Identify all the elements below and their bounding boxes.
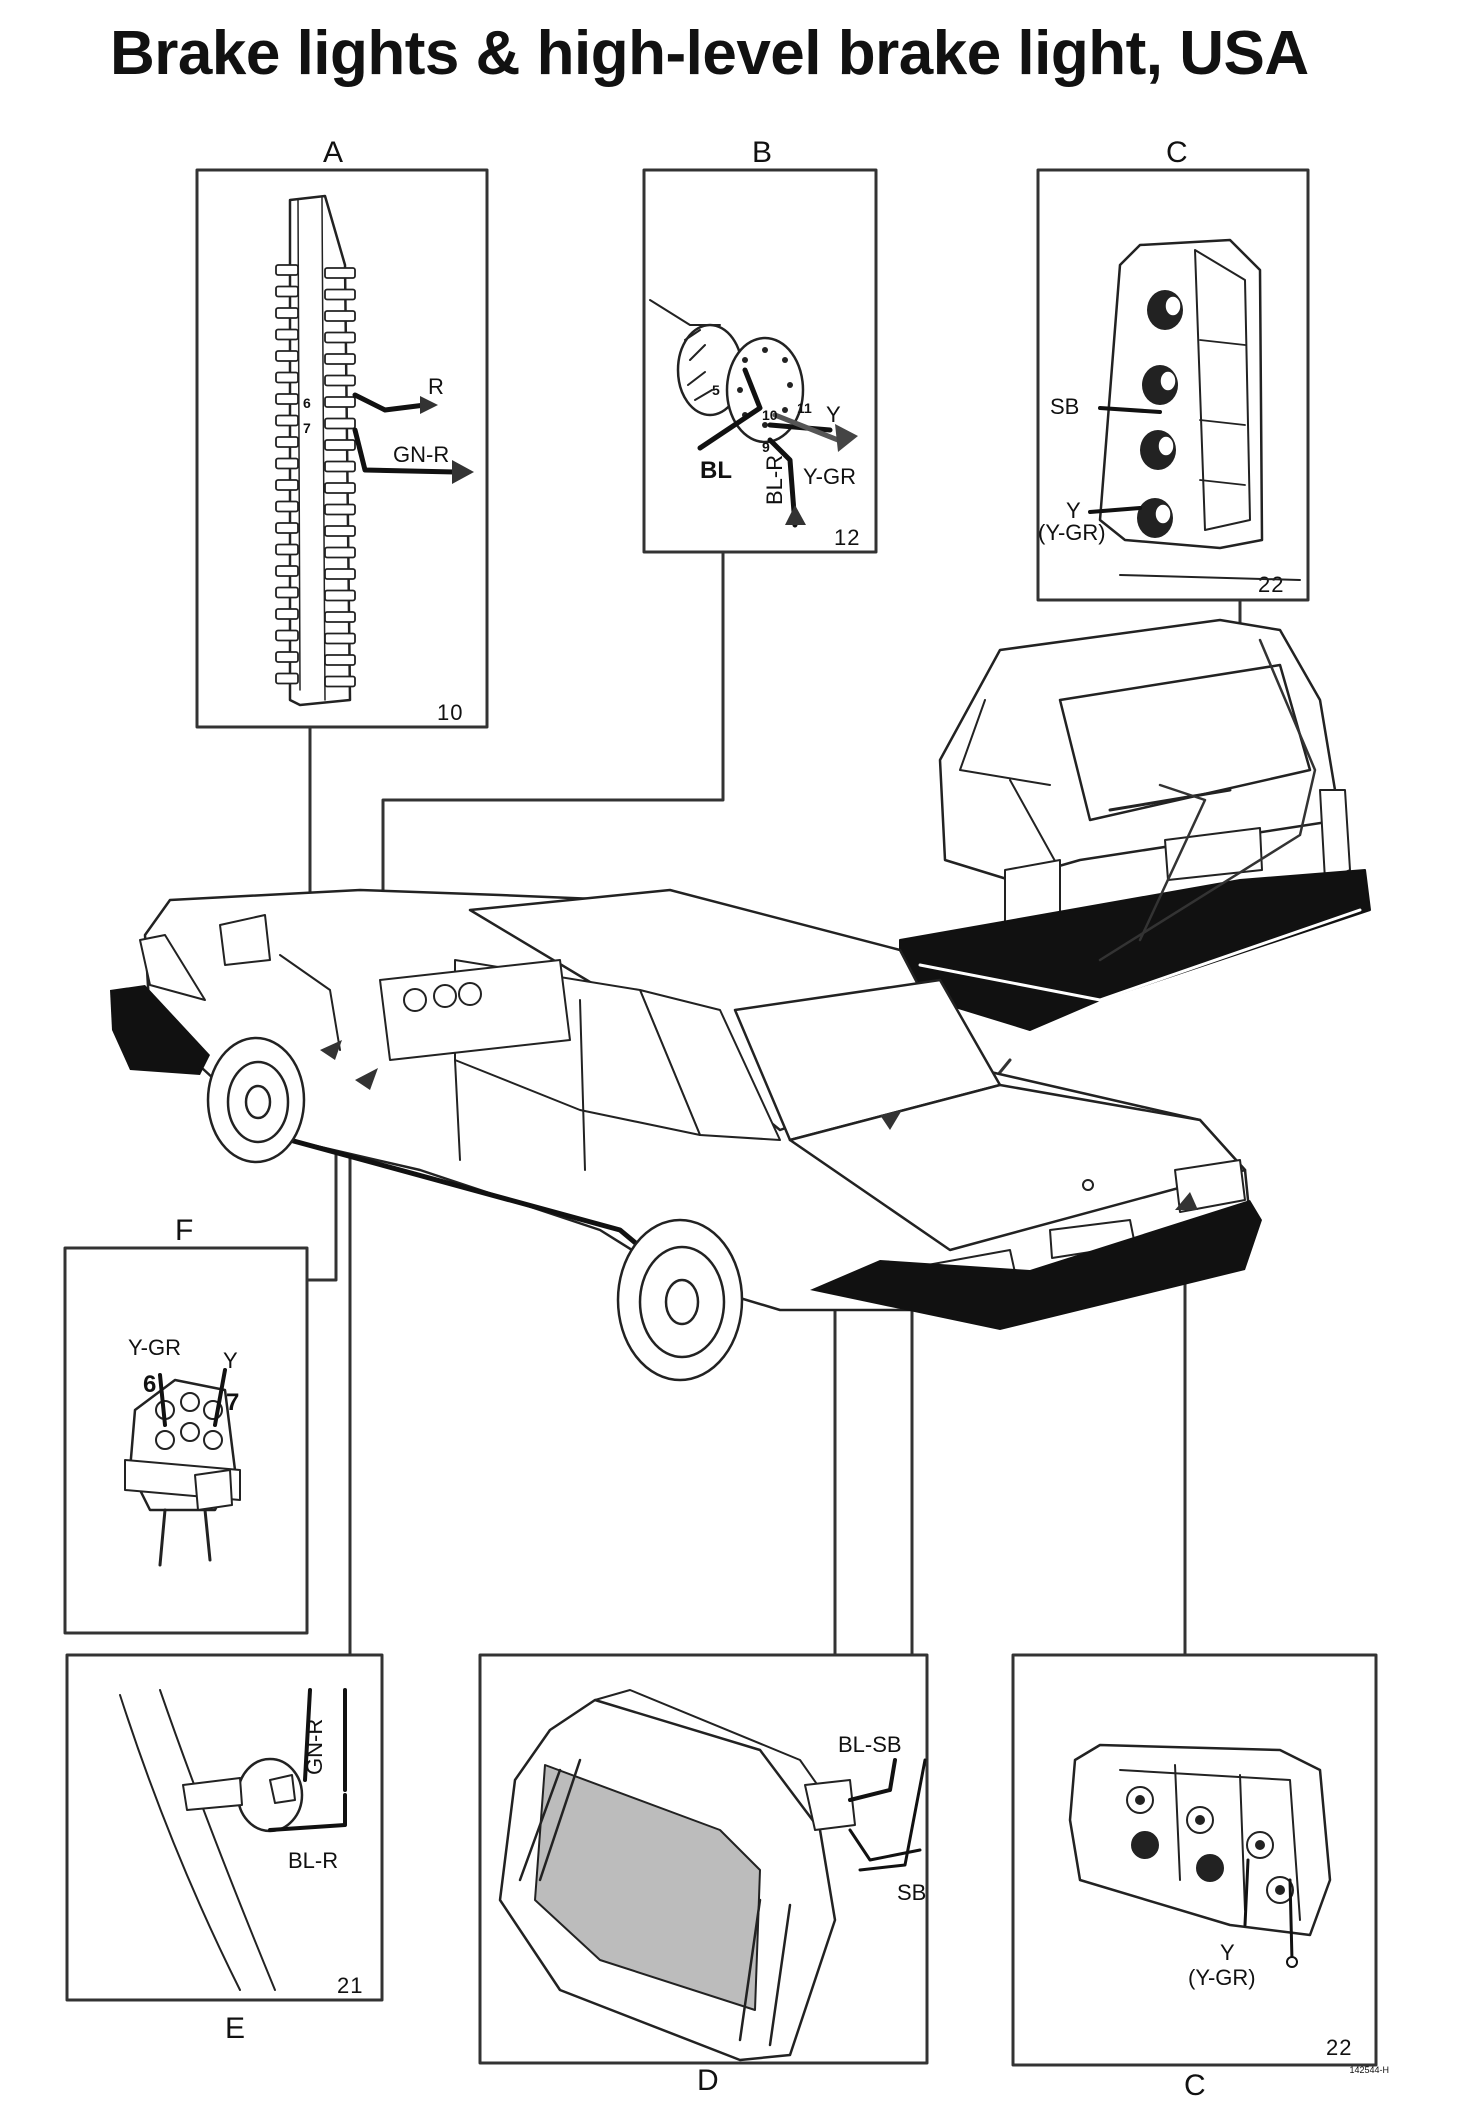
panel-d-frame [478, 1653, 929, 2065]
car-arrows [320, 1040, 1198, 1210]
panel-c-top-number: 22 [1258, 572, 1284, 597]
panel-a-letter: A [323, 136, 343, 169]
wire-blr-label-b: BL-R [762, 455, 787, 505]
multi-pin-connector: Y-GR Y 6 7 [124, 1335, 241, 1567]
connector-pin-7: 7 [226, 1389, 239, 1416]
brake-pedal-switch: GN-R BL-R [119, 1688, 347, 1991]
wire-y-label-f: Y [223, 1348, 238, 1373]
panel-e-number: 21 [337, 1973, 363, 1998]
panel-c-bottom-number: 22 [1326, 2035, 1352, 2060]
figure-reference-code: 142544-H [1349, 2065, 1389, 2075]
panel-e-frame [65, 1653, 384, 2002]
sedan-car [110, 888, 1262, 1382]
switch-pin-11: 11 [797, 400, 812, 416]
wire-bl-label: BL [700, 457, 732, 484]
panel-f-frame [63, 1246, 309, 1635]
switch-pin-9: 9 [762, 439, 770, 455]
wire-ygr-label-c-top: (Y-GR) [1038, 520, 1106, 545]
panel-c-top-letter: C [1166, 136, 1188, 169]
rear-lamp-sedan: Y (Y-GR) [1068, 1743, 1332, 1990]
panel-f-letter: F [175, 1214, 193, 1247]
diagram-title: Brake lights & high-level brake light, U… [110, 19, 1309, 88]
wire-y-label-c-bottom: Y [1220, 1940, 1235, 1965]
wire-r-label: R [428, 374, 444, 399]
wire-gnr-label-a: GN-R [393, 442, 449, 467]
wire-sb-label-c-top: SB [1050, 394, 1079, 419]
high-level-brake-light: BL-SB SB [498, 1689, 927, 2062]
wire-y-label-b: Y [826, 402, 841, 427]
panel-c-bottom-letter: C [1184, 2069, 1206, 2101]
panel-d-letter: D [697, 2064, 719, 2097]
panel-frames [63, 168, 1378, 2067]
panel-c-top-frame [1036, 168, 1310, 602]
rear-lamp-wagon: SB Y (Y-GR) [1038, 238, 1301, 581]
fuse-box: 6 7 R GN-R [275, 194, 474, 707]
wire-blr-label-e: BL-R [288, 1848, 338, 1873]
panel-b-frame [642, 168, 878, 554]
panel-c-bottom-frame [1011, 1653, 1378, 2067]
wire-sb-label-d: SB [897, 1880, 926, 1905]
wire-ygr-label-b: Y-GR [803, 464, 856, 489]
wire-y-label-c-top: Y [1066, 498, 1081, 523]
connector-pin-6: 6 [143, 1371, 156, 1398]
switch-pin-10: 10 [762, 407, 778, 423]
switch-pin-5: 5 [712, 382, 720, 398]
wire-gnr-label-e: GN-R [302, 1719, 327, 1775]
wire-ygr-label-f: Y-GR [128, 1335, 181, 1360]
brake-switch-connector: 5 10 11 9 Y BL Y-GR BL-R [649, 299, 858, 528]
fuse-pin-7: 7 [303, 420, 311, 436]
panel-e-letter: E [225, 2012, 245, 2045]
panel-a-frame [195, 168, 489, 729]
panel-a-number: 10 [437, 700, 463, 725]
fuse-pin-6: 6 [303, 395, 311, 411]
wire-blsb-label: BL-SB [838, 1732, 902, 1757]
wagon-rear: VOLVO [899, 618, 1371, 1031]
panel-b-letter: B [752, 136, 772, 169]
panel-b-number: 12 [834, 525, 860, 550]
wire-ygr-label-c-bottom: (Y-GR) [1188, 1965, 1256, 1990]
